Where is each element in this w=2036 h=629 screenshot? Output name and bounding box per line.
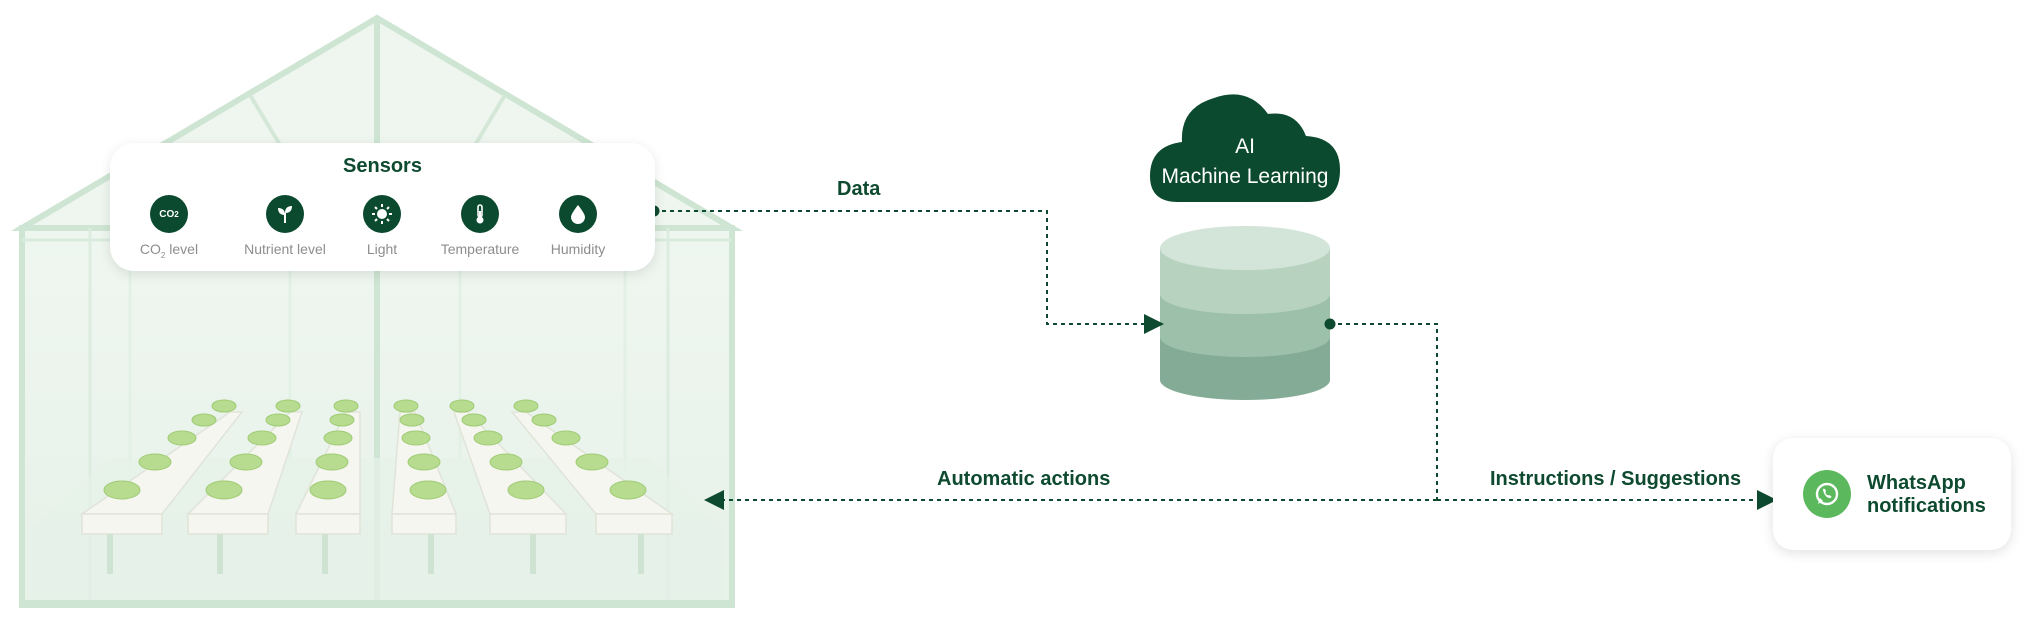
bed-legs bbox=[107, 534, 644, 574]
cloud-line-ml: Machine Learning bbox=[1161, 165, 1329, 188]
whatsapp-line2: notifications bbox=[1867, 495, 1986, 517]
lettuce-plants bbox=[103, 399, 647, 500]
whatsapp-icon bbox=[1803, 470, 1851, 518]
thermometer-icon bbox=[461, 195, 499, 233]
sensor-co2-label: CO2 level bbox=[139, 241, 199, 260]
connectors bbox=[654, 210, 1777, 510]
cloud-line-ai: AI bbox=[1235, 135, 1255, 158]
whatsapp-line1: WhatsApp bbox=[1867, 472, 1966, 494]
db-to-branch-edge bbox=[1330, 323, 1438, 500]
sensor-temperature-label: Temperature bbox=[440, 241, 520, 257]
data-edge bbox=[654, 210, 1164, 334]
sensor-humidity: Humidity bbox=[518, 195, 638, 257]
whatsapp-card: WhatsApp notifications bbox=[1773, 438, 2011, 550]
ai-cloud-shape bbox=[1150, 94, 1340, 202]
data-label: Data bbox=[837, 178, 881, 200]
sensor-nutrient: Nutrient level bbox=[225, 195, 345, 257]
database-icon bbox=[1160, 226, 1330, 400]
sensor-humidity-label: Humidity bbox=[550, 241, 606, 257]
sensor-temperature: Temperature bbox=[420, 195, 540, 257]
sensor-light-label: Light bbox=[366, 241, 398, 257]
droplet-icon bbox=[559, 195, 597, 233]
instructions-label: Instructions / Suggestions bbox=[1490, 468, 1742, 490]
sensors-title: Sensors bbox=[343, 155, 422, 177]
automatic-actions-label: Automatic actions bbox=[937, 468, 1111, 490]
sensor-light: Light bbox=[322, 195, 442, 257]
whatsapp-label: WhatsApp notifications bbox=[1867, 472, 1986, 518]
ai-cloud-label: AI Machine Learning bbox=[1150, 132, 1340, 192]
sensor-nutrient-label: Nutrient level bbox=[244, 241, 326, 257]
sprout-icon bbox=[266, 195, 304, 233]
sun-icon bbox=[363, 195, 401, 233]
